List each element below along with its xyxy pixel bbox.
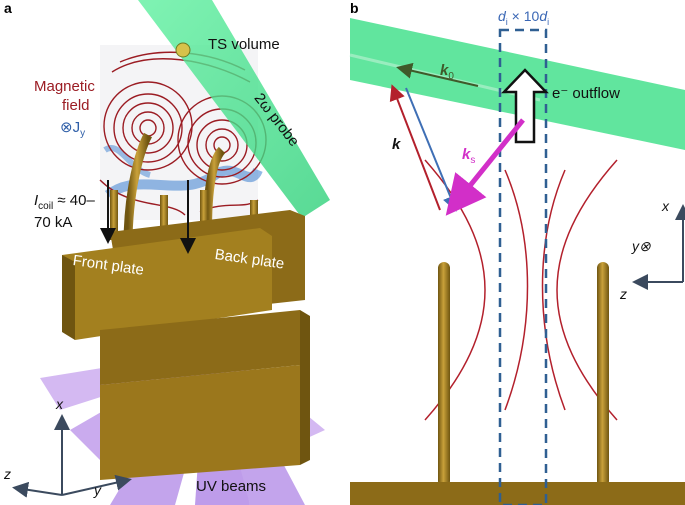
di-box-label: di × 10di bbox=[498, 8, 549, 27]
axes-b bbox=[632, 204, 685, 290]
di-symbol-2: d bbox=[539, 8, 548, 24]
axis-b-z: z bbox=[620, 286, 627, 302]
icoil-value-1: ≈ 40– bbox=[53, 192, 95, 209]
ks-subscript: s bbox=[470, 155, 476, 166]
panel-a-letter: a bbox=[4, 0, 12, 16]
ks-symbol: k bbox=[462, 146, 471, 163]
base-plate bbox=[350, 482, 685, 505]
k0-symbol: k bbox=[440, 62, 449, 79]
k0-label: k0 bbox=[440, 62, 454, 82]
panel-a bbox=[12, 0, 330, 505]
icoil-subscript: coil bbox=[38, 201, 54, 212]
k0-subscript: 0 bbox=[448, 71, 454, 82]
magnetic-label-2: field bbox=[62, 97, 90, 114]
ks-arrow bbox=[445, 118, 525, 216]
panel-b-letter: b bbox=[350, 0, 359, 16]
axis-a-z: z bbox=[4, 466, 11, 482]
panel-b bbox=[349, 18, 685, 505]
outflow-label: e⁻ outflow bbox=[552, 85, 620, 102]
current-subscript: y bbox=[80, 128, 86, 139]
axis-a-y: y bbox=[94, 482, 101, 498]
di-mid: × 10 bbox=[507, 8, 540, 24]
front-plate bbox=[62, 228, 272, 340]
axis-a-x: x bbox=[56, 396, 63, 412]
uv-beams-label: UV beams bbox=[196, 478, 267, 495]
icoil-label: Icoil ≈ 40– bbox=[34, 192, 95, 212]
outflow-arrow bbox=[501, 68, 549, 144]
magnetic-label-1: Magnetic bbox=[34, 78, 95, 95]
di-box bbox=[498, 28, 548, 505]
icoil-symbol: I bbox=[34, 192, 39, 209]
axis-b-x: x bbox=[662, 198, 669, 214]
di-sub-1: i bbox=[505, 16, 508, 27]
ts-volume-label: TS volume bbox=[208, 36, 280, 53]
axis-b-y: y⊗ bbox=[632, 238, 651, 254]
field-lines-b bbox=[424, 159, 618, 421]
di-symbol-1: d bbox=[498, 8, 506, 24]
k-arrow bbox=[389, 84, 441, 211]
axes-a bbox=[12, 414, 132, 498]
post-left bbox=[438, 262, 450, 487]
di-sub-2: i bbox=[547, 16, 550, 27]
k-blue-arrow bbox=[405, 87, 458, 212]
ks-label: ks bbox=[462, 146, 475, 166]
current-label: ⊗Jy bbox=[60, 118, 85, 139]
icoil-value-2: 70 kA bbox=[34, 214, 73, 231]
k0-arrow bbox=[396, 62, 479, 87]
post-right bbox=[597, 262, 609, 487]
k-label: k bbox=[392, 136, 401, 153]
current-symbol: ⊗J bbox=[60, 119, 81, 136]
